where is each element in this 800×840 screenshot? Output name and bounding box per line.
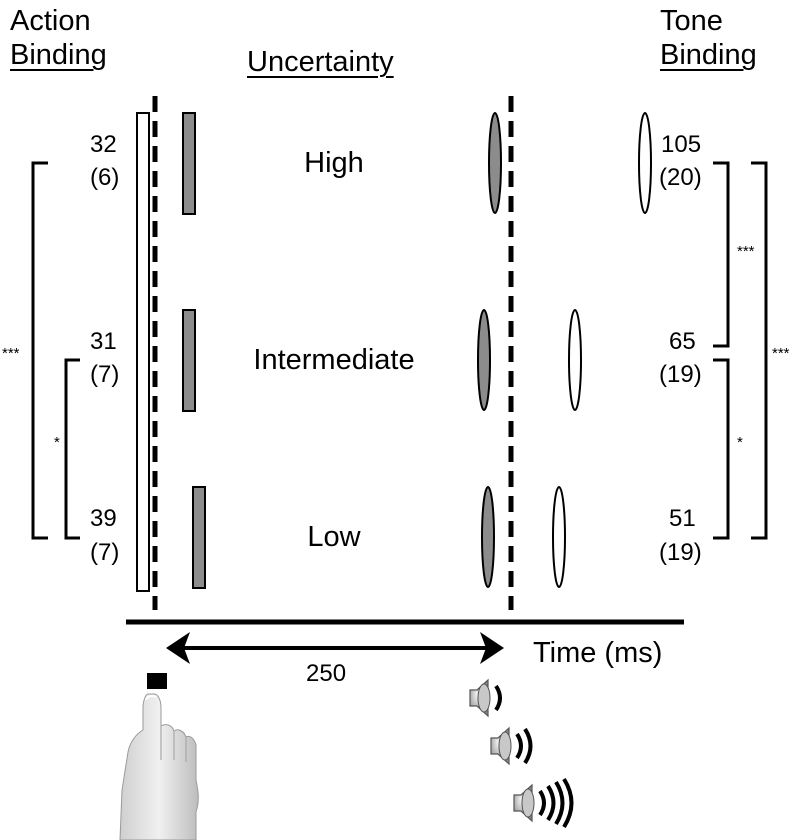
tone-sd-low: (19) (659, 539, 702, 566)
bracket-tone-intermediate-low (713, 358, 730, 540)
sig-action-intermediate-low: * (54, 434, 60, 451)
action-estimate-high (182, 112, 196, 215)
interval-label: 250 (306, 660, 347, 687)
action-header-line1: Action (10, 5, 91, 37)
condition-label-low: Low (307, 521, 361, 553)
tone-mean-low: 51 (669, 505, 696, 532)
action-sd-intermediate: (7) (90, 361, 120, 388)
action-mean-high: 32 (90, 131, 117, 158)
interval-arrow-right-head (480, 632, 504, 664)
tone-estimate-low (481, 486, 495, 588)
bracket-action-intermediate-low (64, 358, 80, 540)
sig-tone-high-low: *** (772, 345, 790, 362)
tone-binding-header: Tone Binding (660, 4, 757, 72)
action-sd-high: (6) (90, 164, 120, 191)
action-binding-header: Action Binding (10, 4, 107, 72)
sig-action-high-low: *** (2, 345, 20, 362)
hand-pressing-key-icon (119, 693, 199, 840)
time-axis-label: Time (ms) (533, 637, 663, 669)
bracket-tone-high-intermediate (713, 161, 730, 348)
speaker-icon (513, 777, 574, 829)
tone-sd-high: (20) (659, 164, 702, 191)
tone-estimate-high (488, 112, 502, 214)
tone-mean-intermediate: 65 (669, 328, 696, 355)
tone-header-line1: Tone (660, 5, 723, 37)
bracket-action-high-low (31, 161, 48, 540)
action-mean-low: 39 (90, 505, 117, 532)
sig-tone-high-intermediate: *** (737, 243, 755, 260)
action-estimate-intermediate (182, 309, 196, 412)
speaker-icon (490, 726, 533, 766)
tone-baseline-intermediate (568, 309, 582, 411)
uncertainty-header: Uncertainty (247, 46, 394, 78)
key-square (147, 673, 167, 689)
tone-baseline-high (638, 112, 652, 214)
sig-tone-intermediate-low: * (737, 434, 743, 451)
tone-header-line2: Binding (660, 39, 757, 71)
condition-label-intermediate: Intermediate (253, 344, 415, 376)
action-header-line2: Binding (10, 39, 107, 71)
condition-label-high: High (304, 147, 364, 179)
interval-arrow-left-head (166, 632, 190, 664)
action-estimate-low (192, 486, 206, 589)
action-baseline-bar (136, 112, 150, 592)
speaker-icon (469, 678, 502, 718)
tone-baseline-low (552, 486, 566, 588)
bracket-tone-high-low (751, 161, 768, 540)
tone-mean-high: 105 (661, 131, 702, 158)
action-sd-low: (7) (90, 539, 120, 566)
action-mean-intermediate: 31 (90, 328, 117, 355)
tone-estimate-intermediate (477, 309, 491, 411)
tone-sd-intermediate: (19) (659, 361, 702, 388)
